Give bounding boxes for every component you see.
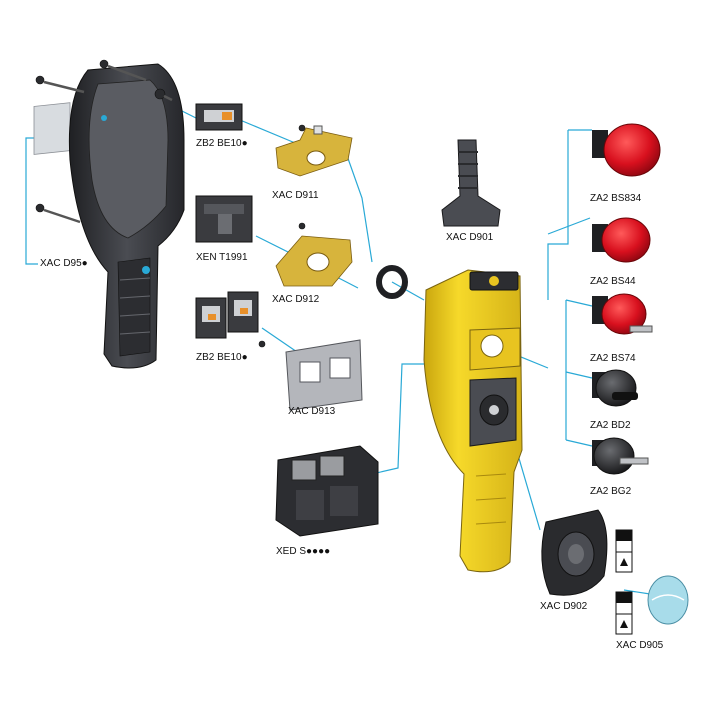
label-xac-d913: XAC D913 [288, 406, 336, 417]
screw-top-left-1 [35, 75, 85, 94]
boot-xac-d901 [441, 139, 501, 227]
label-za2-bg2: ZA2 BG2 [590, 486, 632, 497]
leader-bs74 [565, 299, 593, 307]
label-za2-bd2: ZA2 BD2 [590, 420, 631, 431]
button-za2-bd2 [592, 369, 638, 407]
button-za2-bs834 [592, 123, 661, 177]
screw-top-left-2 [99, 59, 147, 82]
cover-xac-d902 [541, 509, 608, 596]
screw-d911 [298, 124, 306, 132]
label-xac-d95: XAC D95● [40, 258, 88, 269]
lens-xac-d905 [647, 575, 689, 625]
screw-d913 [258, 340, 266, 348]
label-xac-d905: XAC D905 [616, 640, 664, 651]
label-za2-bs834: ZA2 BS834 [590, 193, 642, 204]
label-xed-s: XED S●●●● [276, 546, 331, 557]
bracket-xac-d911 [275, 125, 353, 177]
label-xen-t1991: XEN T1991 [196, 252, 248, 263]
module-xen-t1991 [195, 195, 253, 243]
label-xac-d901: XAC D901 [446, 232, 494, 243]
screw-mid-left [35, 203, 81, 224]
leader-bd2 [565, 371, 593, 379]
leader-buttons-vertical-1 [547, 130, 569, 300]
label-zb2-be10-bottom: ZB2 BE10● [196, 352, 248, 363]
button-za2-bg2 [592, 437, 649, 475]
label-zb2-be10-top: ZB2 BE10● [196, 138, 248, 149]
label-xac-d902: XAC D902 [540, 601, 588, 612]
label-za2-bs74: ZA2 BS74 [590, 353, 636, 364]
leader-d911-to-ring [344, 149, 373, 263]
screws [35, 59, 306, 348]
main-enclosure-yellow [423, 269, 523, 573]
leader-bracket-xac-d95 [25, 137, 40, 265]
leader-d905 [623, 589, 651, 595]
button-za2-bs44 [592, 217, 651, 263]
bracket-xac-d912 [275, 235, 353, 287]
rear-enclosure-xac-d95 [33, 63, 185, 369]
leader-bs44 [547, 217, 591, 235]
contact-block-zb2-top [195, 103, 243, 131]
label-za2-bs44: ZA2 BS44 [590, 276, 636, 287]
contact-block-zb2-bottom [195, 291, 259, 339]
button-za2-bs74 [592, 293, 653, 335]
leader-zb2-to-d911 [239, 119, 301, 146]
plate-xac-d913 [285, 339, 363, 411]
label-plate [33, 102, 71, 155]
leader-ring-to-enclosure [391, 281, 425, 301]
leader-zb2b-to-d913 [261, 327, 301, 355]
screw-d912 [298, 222, 306, 230]
block-xed-s [275, 445, 379, 537]
label-xac-d912: XAC D912 [272, 294, 320, 305]
screw-top-right [154, 88, 173, 102]
label-xac-d911: XAC D911 [272, 190, 319, 201]
ring-nut [376, 265, 408, 299]
label-inserts [615, 529, 633, 635]
leader-bg2 [565, 439, 593, 447]
